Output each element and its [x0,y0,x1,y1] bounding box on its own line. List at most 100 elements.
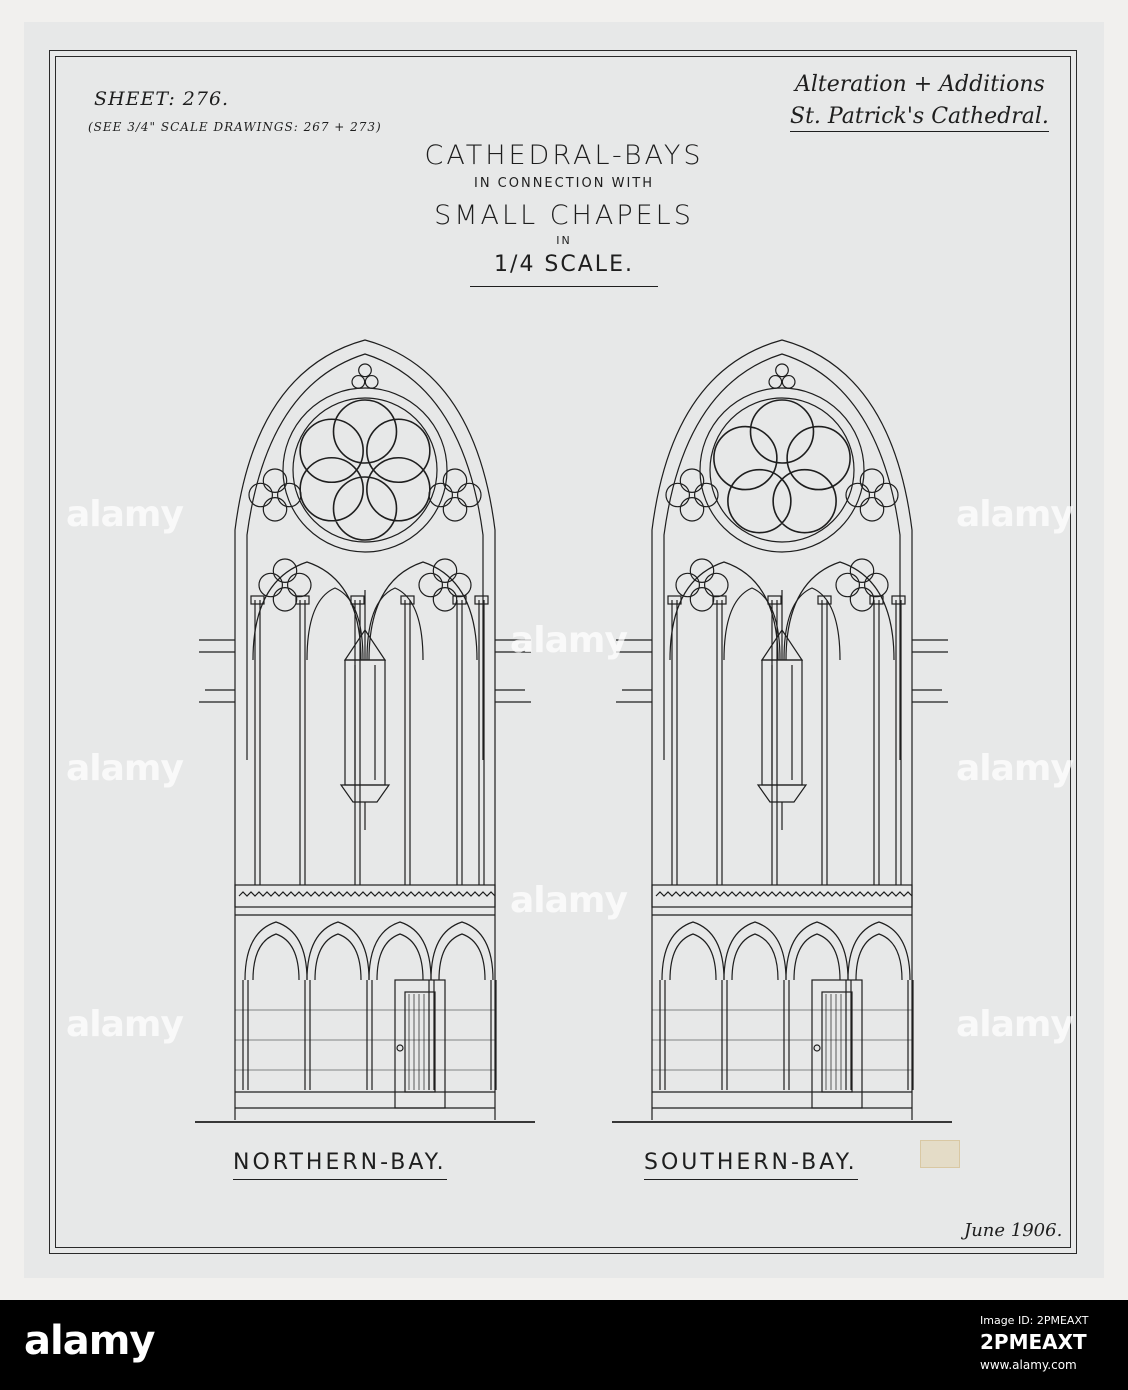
northern-bay-elevation [195,330,535,1130]
sub-arch [785,561,895,661]
arch-inner-outline [663,353,901,760]
frieze-ornament [655,891,913,897]
northern-bay-drawing [195,339,535,1123]
frieze-ornament [238,891,496,897]
site-url: www.alamy.com [980,1358,1077,1372]
lantern-base [756,784,808,803]
sheet-reference: (SEE 3/4" SCALE DRAWINGS: 267 + 273) [88,120,382,134]
arcade-arch [430,921,494,981]
watermark: alamy [66,494,184,535]
project-line-2: St. Patrick's Cathedral. [790,104,1049,132]
column-capital [452,595,467,605]
frieze-band [651,884,913,908]
title-scale: 1/4 SCALE. [494,252,634,277]
quatrefoil [835,558,889,612]
column-capital [400,595,415,605]
arcade-arch-inner [314,933,362,981]
rose-window-ring [699,387,865,553]
side-moulding [495,639,531,703]
quatrefoil [845,468,899,522]
sub-arch [368,561,478,661]
lantern-base [339,784,391,803]
rose-window-ring [709,397,855,543]
door-panel [404,991,436,1093]
sheet-number: SHEET: 276. [94,88,230,110]
title-underline [470,286,658,287]
column-capital [250,595,265,605]
watermark: alamy [956,748,1074,789]
arcade-arch [723,921,787,981]
arch-outline [234,339,496,760]
brand-logo: alamy [24,1318,155,1364]
watermark: alamy [956,1004,1074,1045]
arcade-arch-inner [252,933,300,981]
quatrefoil [258,558,312,612]
arch-inner-outline [246,353,484,760]
watermark: alamy [956,494,1074,535]
image-id-label: Image ID: 2PMEAXT [980,1314,1089,1327]
arch-outline [651,339,913,760]
title-main: CATHEDRAL-BAYS [424,140,704,171]
frieze-band [234,884,496,908]
chapel-door [394,979,446,1109]
column-capital [891,595,906,605]
quatrefoil [248,468,302,522]
collection-stamp [920,1140,960,1168]
southern-bay-drawing [612,339,952,1123]
title-in: IN [556,234,572,247]
side-moulding [199,639,235,703]
trefoil [768,363,796,389]
canvas: SHEET: 276. (SEE 3/4" SCALE DRAWINGS: 26… [24,22,1104,1278]
column-capital [869,595,884,605]
border-outer [49,50,1077,1254]
side-moulding [912,639,948,703]
arcade-arch-inner [731,933,779,981]
arcade-arch [306,921,370,981]
drawing-date: June 1906. [964,1220,1063,1241]
footer-bar [0,1300,1128,1390]
quatrefoil [418,558,472,612]
column-capital [817,595,832,605]
chapel-door [811,979,863,1109]
door-ring [813,1044,821,1052]
rose-window-ring [282,387,448,553]
arcade-arch [661,921,725,981]
watermark: alamy [66,1004,184,1045]
column-capital [767,595,782,605]
project-line-1: Alteration + Additions [795,72,1045,97]
column-capital [667,595,682,605]
title-chapels: SMALL CHAPELS [434,200,694,231]
arcade-arch [368,921,432,981]
column-capital [295,595,310,605]
watermark: alamy [66,748,184,789]
quatrefoil [428,468,482,522]
rose-window-tracery [713,399,851,534]
quatrefoil [665,468,719,522]
southern-bay-label: SOUTHERN-BAY. [644,1150,858,1180]
arcade-arch-inner [376,933,424,981]
column-capital [474,595,489,605]
watermark: alamy [510,620,628,661]
door-ring [396,1044,404,1052]
arcade-arch-inner [855,933,903,981]
watermark: alamy [510,880,628,921]
rose-window-ring [292,397,438,543]
column-capital [712,595,727,605]
southern-bay-elevation [612,330,952,1130]
arcade-arch-inner [669,933,717,981]
trefoil [351,363,379,389]
title-connector: IN CONNECTION WITH [473,176,654,191]
arcade-arch [244,921,308,981]
quatrefoil [675,558,729,612]
side-moulding [616,639,652,703]
arcade-arch-inner [438,933,486,981]
sub-arch [252,561,362,661]
lantern-body [761,659,803,786]
border-inner [55,56,1071,1248]
drawing-sheet [24,22,1104,1278]
column-capital [350,595,365,605]
arcade-arch [847,921,911,981]
sub-arch [669,561,779,661]
arcade-arch-inner [793,933,841,981]
arcade-arch [785,921,849,981]
